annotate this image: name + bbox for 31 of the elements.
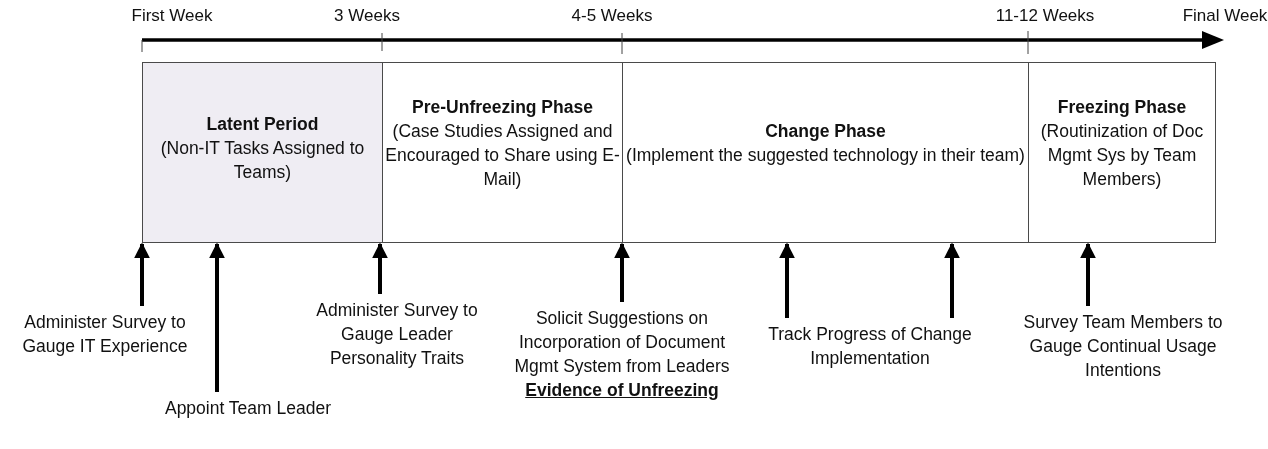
emphasis-note: Evidence of Unfreezing — [524, 379, 720, 402]
event-label: Solicit Suggestions on Incorporation of Document Mgmt System from Leaders — [514, 307, 730, 378]
phase-box — [382, 62, 623, 243]
phase-title: Pre-Unfreezing Phase — [412, 95, 593, 119]
phase-description: (Non-IT Tasks Assigned to Teams) — [159, 136, 366, 184]
timeline-label: First Week — [131, 6, 213, 26]
phase-description: (Routinization of Doc Mgmt Sys by Team Members) — [1039, 119, 1205, 191]
event-label: Administer Survey to Gauge IT Experience — [21, 311, 189, 358]
phase-description: (Implement the suggested technology in their team) — [626, 143, 1025, 167]
arrow — [372, 242, 388, 294]
phase-box — [142, 62, 383, 243]
phase-box — [1028, 62, 1216, 243]
arrow — [1080, 242, 1096, 306]
arrow — [134, 242, 150, 306]
timeline-label: 11-12 Weeks — [995, 6, 1095, 26]
phase-title: Change Phase — [765, 119, 886, 143]
phase-title: Freezing Phase — [1057, 95, 1187, 119]
event-label: Administer Survey to Gauge Leader Personality Traits — [315, 299, 479, 370]
phase-description: (Case Studies Assigned and Encouraged to Share using E-Mail) — [385, 119, 620, 191]
timeline-label: 4-5 Weeks — [571, 6, 653, 26]
arrow — [614, 242, 630, 302]
arrow — [944, 242, 960, 318]
timeline-label: Final Week — [1182, 6, 1268, 26]
event-label: Appoint Team Leader — [163, 397, 332, 420]
event-label: Track Progress of Change Implementation — [767, 323, 973, 370]
arrow — [779, 242, 795, 318]
event-label: Survey Team Members to Gauge Continual Usage Intentions — [1022, 311, 1224, 382]
phase-title: Latent Period — [206, 112, 319, 136]
arrow — [209, 242, 225, 392]
phase-box — [622, 62, 1029, 243]
timeline-label: 3 Weeks — [334, 6, 400, 26]
